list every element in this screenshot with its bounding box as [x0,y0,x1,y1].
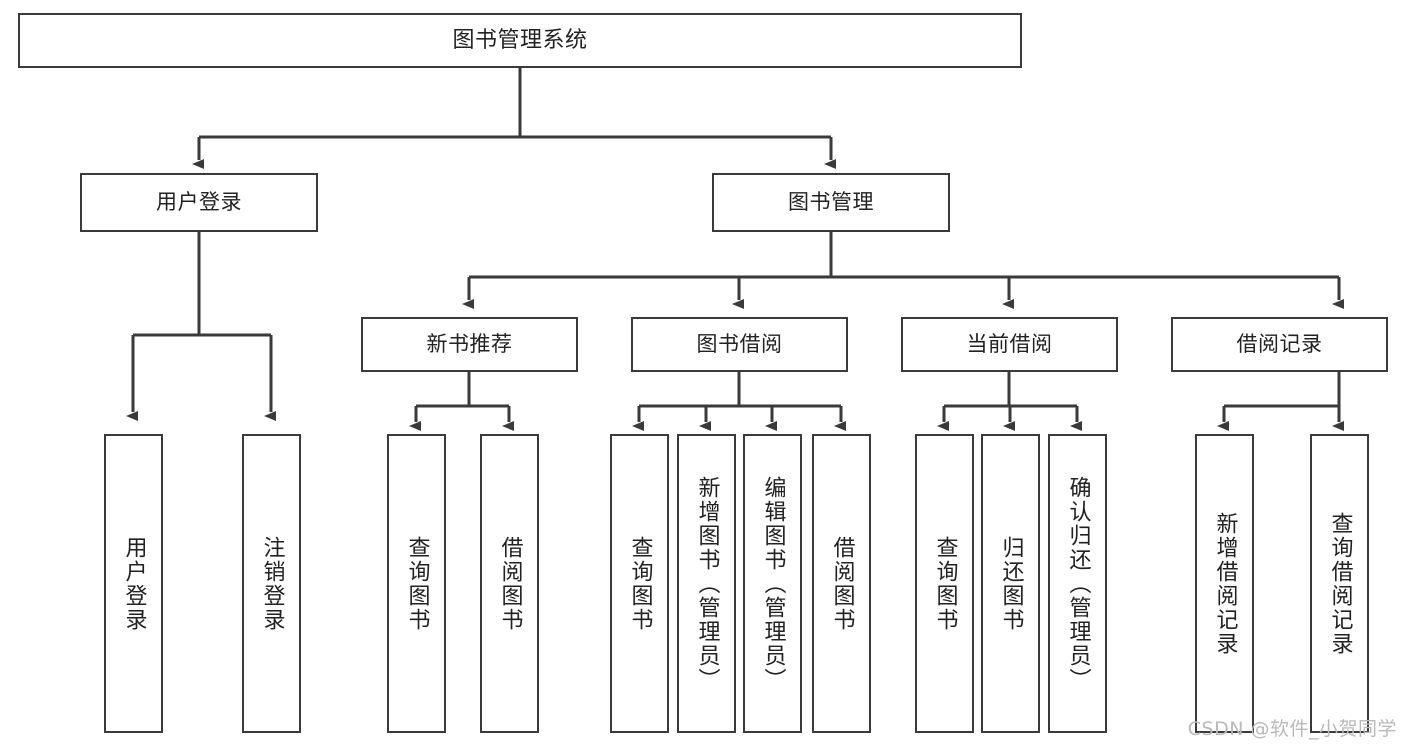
node-label: 图书管理 [788,190,874,215]
node-label: 查询图书 [404,535,430,632]
leaf-add-book-admin[interactable]: 新增图书（管理员） [677,434,736,733]
node-label: 新增借阅记录 [1212,511,1238,656]
leaf-edit-book-admin[interactable]: 编辑图书（管理员） [743,434,802,733]
node-label: 借阅图书 [497,535,523,632]
node-label: 用户登录 [156,190,242,215]
node-label: 查询图书 [627,535,653,632]
leaf-confirm-return-admin[interactable]: 确认归还（管理员） [1048,434,1107,733]
leaf-query-book-current[interactable]: 查询图书 [915,434,974,733]
csdn-watermark: CSDN @软件_小贺同学 [1187,718,1397,740]
node-new-book-recommend[interactable]: 新书推荐 [361,317,578,372]
node-label: 用户登录 [121,535,147,632]
node-label: 图书借阅 [696,332,783,357]
node-borrow-records[interactable]: 借阅记录 [1171,317,1388,372]
node-current-borrow[interactable]: 当前借阅 [901,317,1118,372]
node-label: 归还图书 [998,535,1024,632]
node-root-book-management-system[interactable]: 图书管理系统 [18,13,1022,68]
leaf-borrow-book-recommend[interactable]: 借阅图书 [480,434,539,733]
leaf-query-book-borrow[interactable]: 查询图书 [610,434,669,733]
node-label: 新书推荐 [426,332,513,357]
node-label: 图书管理系统 [452,27,588,53]
leaf-add-borrow-record[interactable]: 新增借阅记录 [1195,434,1254,733]
node-label: 注销登录 [259,535,285,632]
node-label: 借阅记录 [1236,332,1323,357]
node-label: 借阅图书 [829,535,855,632]
leaf-query-borrow-record[interactable]: 查询借阅记录 [1310,434,1369,733]
leaf-user-login[interactable]: 用户登录 [104,434,163,733]
leaf-query-book-recommend[interactable]: 查询图书 [387,434,446,733]
node-label: 编辑图书（管理员） [760,475,786,692]
node-book-management[interactable]: 图书管理 [712,173,950,232]
node-label: 查询借阅记录 [1327,511,1353,656]
node-label: 新增图书（管理员） [694,475,720,692]
leaf-borrow-book[interactable]: 借阅图书 [812,434,871,733]
node-label: 确认归还（管理员） [1065,475,1091,692]
leaf-return-book[interactable]: 归还图书 [981,434,1040,733]
node-label: 查询图书 [932,535,958,632]
node-book-borrow[interactable]: 图书借阅 [631,317,848,372]
node-user-login[interactable]: 用户登录 [80,173,318,232]
leaf-logout[interactable]: 注销登录 [242,434,301,733]
node-label: 当前借阅 [966,332,1053,357]
